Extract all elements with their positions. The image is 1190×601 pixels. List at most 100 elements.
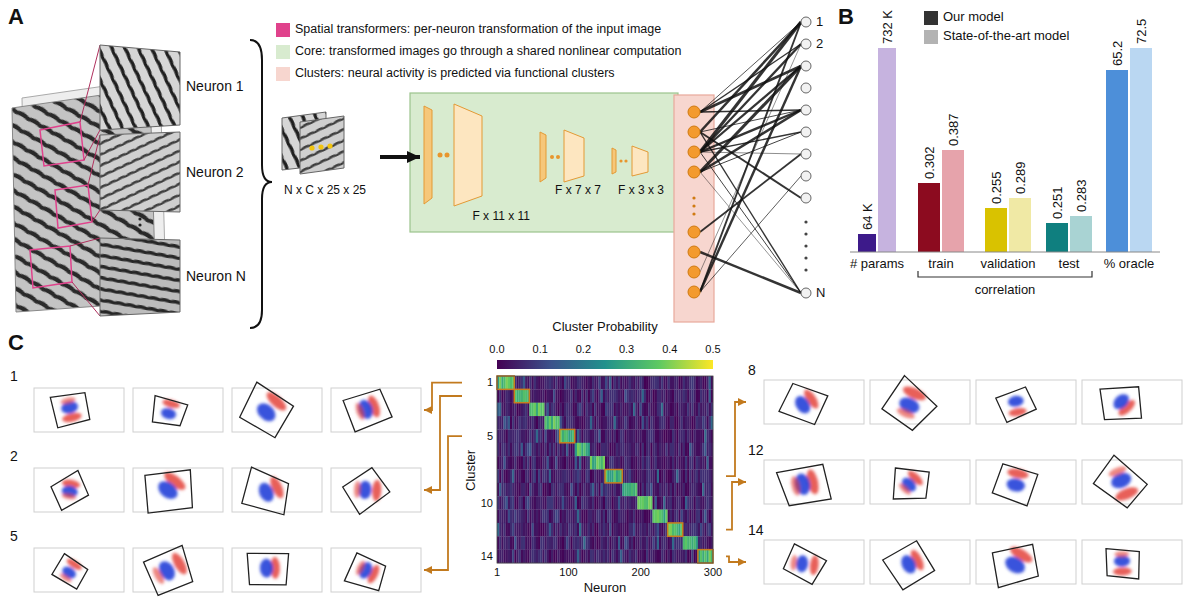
heatmap-cell — [674, 443, 676, 457]
heatmap-cell — [687, 403, 689, 417]
heatmap-cell — [637, 470, 639, 484]
heatmap-cell — [570, 550, 572, 564]
heatmap-cell — [681, 416, 683, 430]
thumbnail — [34, 388, 124, 432]
heatmap-cell — [618, 470, 620, 484]
heatmap-cell — [676, 416, 678, 430]
heatmap-cell — [510, 550, 512, 564]
heatmap-cell — [510, 443, 512, 457]
heatmap-cell — [653, 550, 655, 564]
heatmap-cell — [551, 389, 553, 403]
heatmap-cell — [514, 429, 516, 443]
heatmap-cell — [551, 456, 553, 470]
heatmap-cell — [529, 483, 531, 497]
heatmap-cell — [665, 510, 667, 524]
heatmap-cell — [592, 403, 594, 417]
rf-off — [898, 553, 918, 576]
heatmap-cell — [562, 536, 564, 550]
clusters-box — [674, 95, 714, 322]
heatmap-cell — [681, 403, 683, 417]
rf-blobs — [353, 557, 382, 585]
heatmap-cell — [689, 550, 691, 564]
heatmap-cell — [676, 510, 678, 524]
heatmap-cell — [588, 496, 590, 510]
heatmap-cell — [560, 510, 562, 524]
heatmap-cell — [575, 523, 577, 537]
conv-layers — [424, 104, 648, 206]
heatmap-cell — [506, 389, 508, 403]
heatmap-cell — [573, 416, 575, 430]
heatmap-cell — [696, 429, 698, 443]
heatmap-cell — [668, 429, 670, 443]
rf-on — [809, 555, 820, 576]
heatmap-cell — [668, 389, 670, 403]
heatmap-cell — [588, 483, 590, 497]
heatmap-cell — [583, 523, 585, 537]
heatmap-cell — [519, 456, 521, 470]
heatmap-cell — [503, 483, 505, 497]
heatmap-cell — [562, 550, 564, 564]
heatmap-cell — [678, 416, 680, 430]
axis-label: 300 — [704, 566, 722, 579]
rf-outline — [883, 541, 935, 590]
heatmap-cell — [523, 456, 525, 470]
heatmap-cell — [573, 483, 575, 497]
heatmap-cell — [525, 416, 527, 430]
heatmap-cell — [696, 389, 698, 403]
heatmap-cell — [670, 510, 672, 524]
rf-off — [792, 393, 813, 416]
heatmap-cell — [607, 456, 609, 470]
heatmap-cell — [702, 443, 704, 457]
heatmap-cell — [640, 429, 642, 443]
heatmap-cell — [516, 523, 518, 537]
heatmap-cell — [670, 536, 672, 550]
heatmap-cell — [564, 510, 566, 524]
heatmap-cell — [648, 456, 650, 470]
heatmap-cell — [499, 536, 501, 550]
heatmap-cell — [512, 523, 514, 537]
heatmap-cell — [555, 376, 557, 390]
heatmap-cell — [525, 550, 527, 564]
heatmap-cell — [670, 403, 672, 417]
heatmap-cell — [605, 416, 607, 430]
heatmap-cell — [663, 376, 665, 390]
axis-label: 0.4 — [662, 343, 677, 356]
heatmap-cell — [657, 389, 659, 403]
heatmap-cell — [573, 536, 575, 550]
heatmap-cell — [592, 376, 594, 390]
output-unit — [801, 61, 811, 71]
heatmap-cell — [635, 403, 637, 417]
heatmap-cell — [579, 403, 581, 417]
heatmap-cell — [579, 416, 581, 430]
heatmap-cell — [609, 536, 611, 550]
rf-outline — [145, 470, 193, 513]
heatmap-cell — [562, 470, 564, 484]
heatmap-cell — [579, 496, 581, 510]
heatmap-cell — [516, 496, 518, 510]
heatmap-cell — [607, 550, 609, 564]
heatmap-cell — [698, 443, 700, 457]
heatmap-cell — [547, 483, 549, 497]
heatmap-cell — [646, 470, 648, 484]
heatmap-cell — [672, 496, 674, 510]
heatmap-cell — [599, 496, 601, 510]
heatmap-cell — [555, 456, 557, 470]
heatmap-cell — [542, 376, 544, 390]
heatmap-cell — [577, 443, 579, 457]
heatmap-cell — [538, 443, 540, 457]
heatmap-cell — [570, 470, 572, 484]
heatmap-cell — [700, 443, 702, 457]
heatmap-cell — [702, 536, 704, 550]
heatmap-cell — [665, 429, 667, 443]
heatmap-cell — [663, 403, 665, 417]
heatmap-cell — [611, 470, 613, 484]
heatmap-cell — [685, 376, 687, 390]
heatmap-cell — [499, 403, 501, 417]
heatmap-cell — [655, 376, 657, 390]
heatmap-cell — [536, 416, 538, 430]
heatmap-cell — [648, 429, 650, 443]
heatmap-cell — [501, 416, 503, 430]
heatmap-cell — [570, 536, 572, 550]
heatmap-cell — [519, 376, 521, 390]
heatmap-cell — [702, 483, 704, 497]
